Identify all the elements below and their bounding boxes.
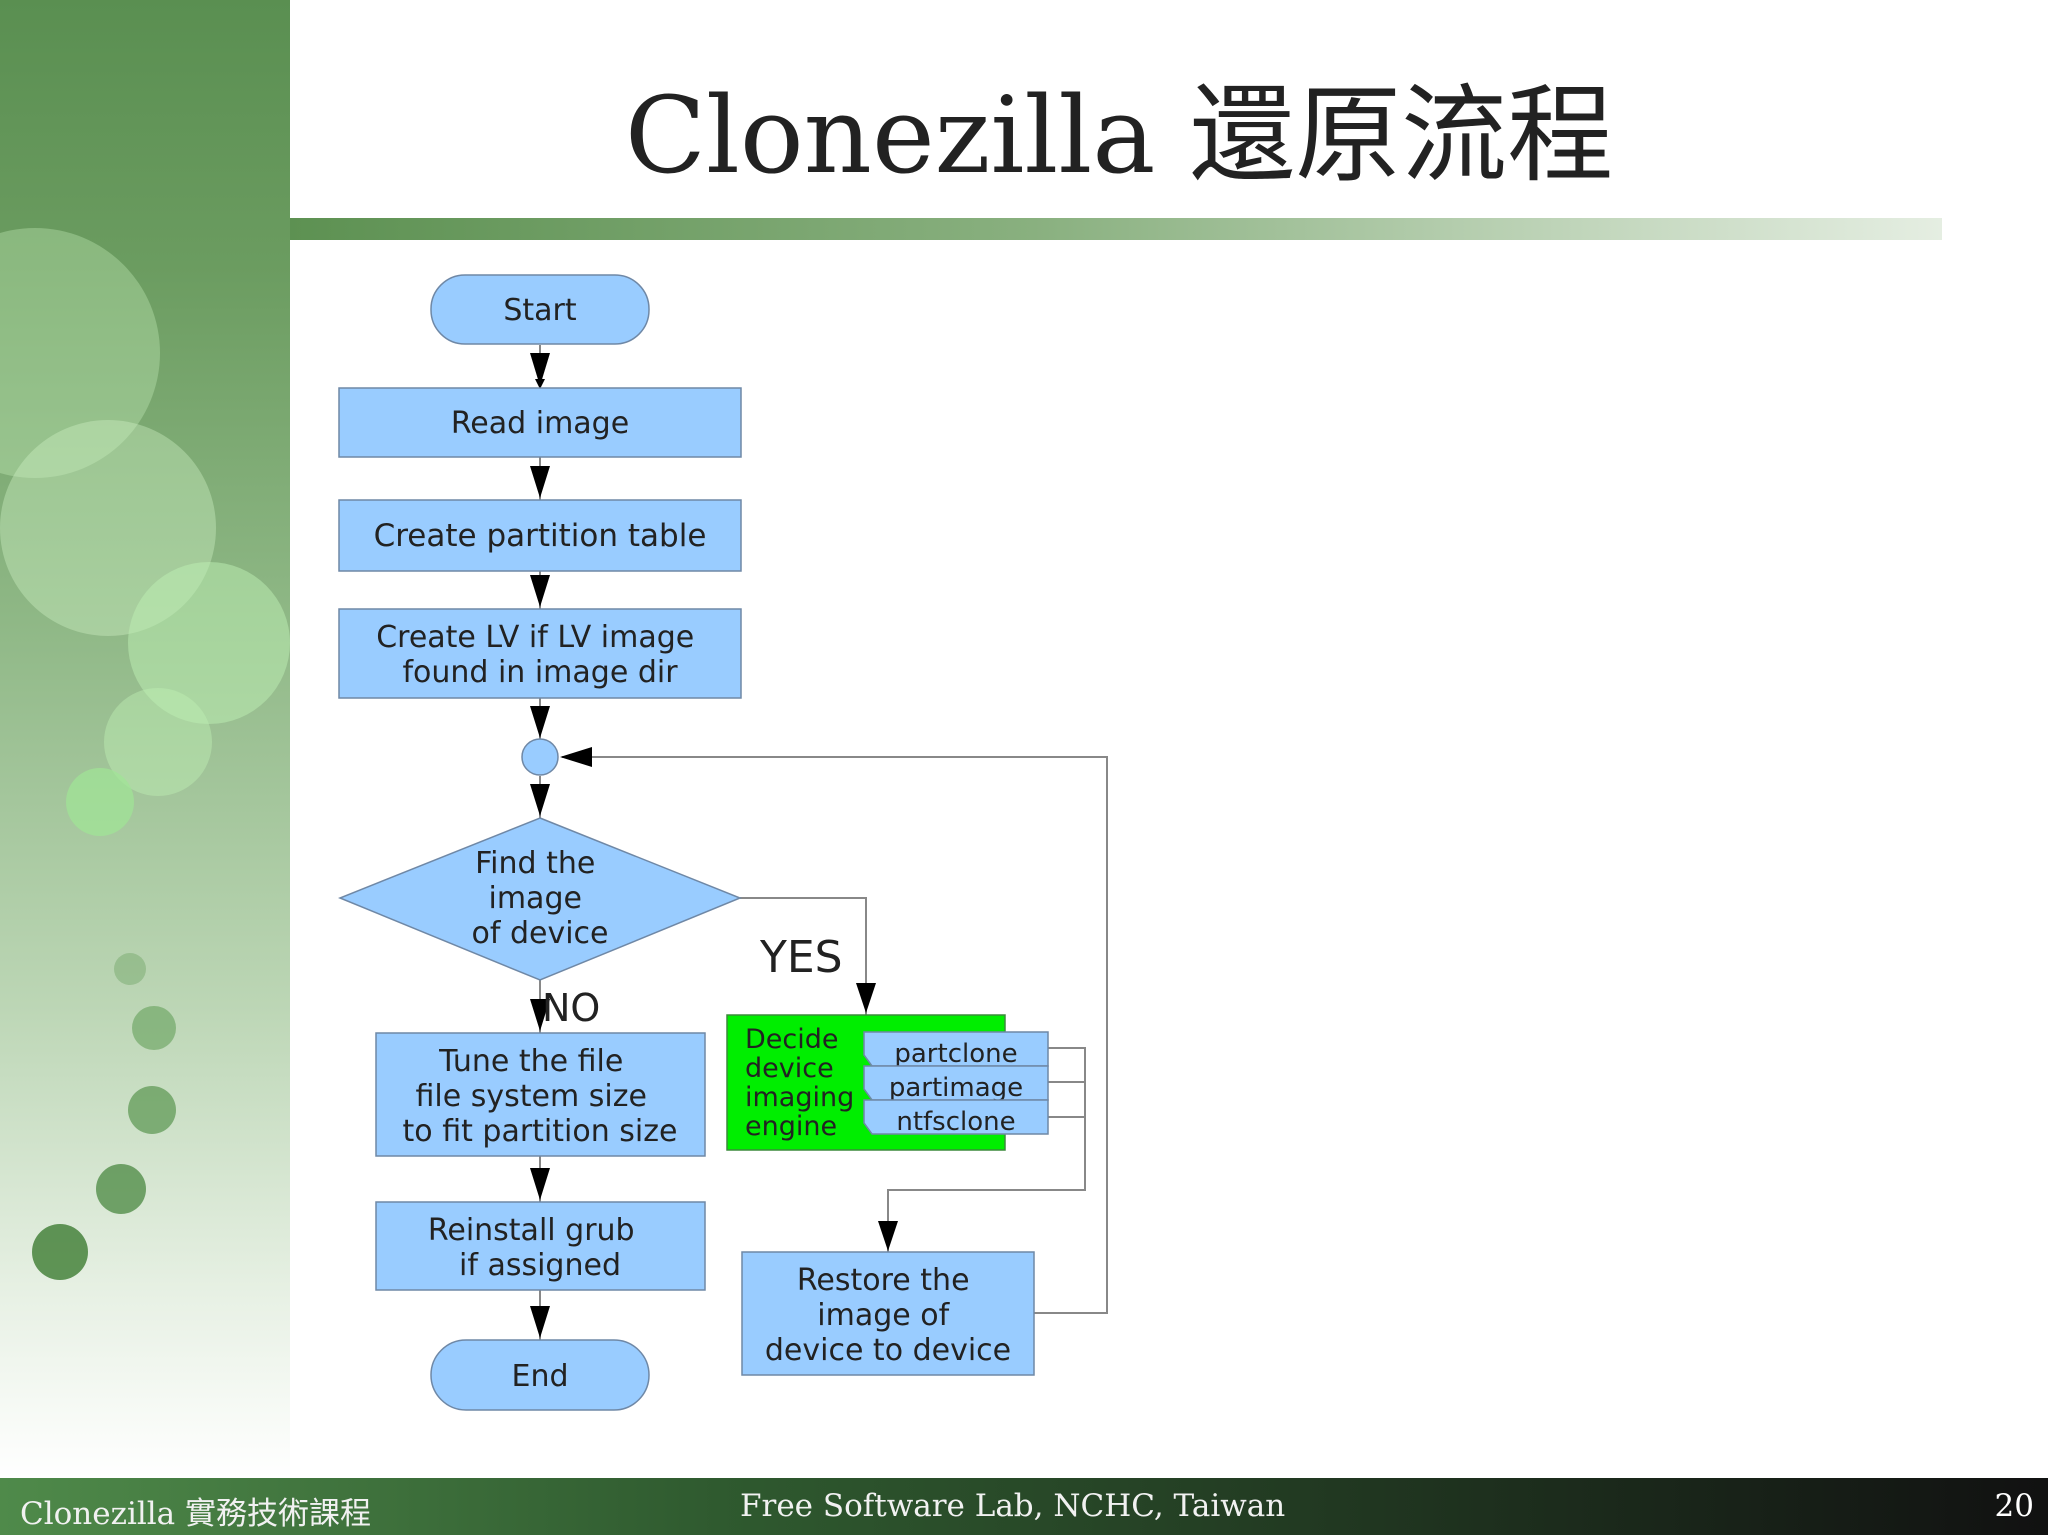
engine-partclone-label: partclone: [894, 1039, 1017, 1069]
end-label: End: [511, 1359, 568, 1394]
engine-ntfsclone-label: ntfsclone: [896, 1107, 1015, 1137]
engine-partimage-label: partimage: [889, 1073, 1023, 1103]
bubble-decoration: [132, 1006, 176, 1050]
read-image-label: Read image: [451, 406, 629, 441]
decide-engine-line: device: [745, 1053, 834, 1084]
read-image-box: [338, 387, 742, 458]
tune-fs-box: [375, 1032, 706, 1157]
bubble-decoration: [114, 953, 146, 985]
find-image-line: Find the: [475, 846, 595, 881]
no-label: NO: [542, 986, 600, 1030]
decide-engine-line: Decide: [745, 1024, 839, 1055]
find-image-label: Find the image of device: [472, 846, 609, 951]
page-number: 20: [1994, 1488, 2034, 1524]
create-partition-table-box: [338, 499, 742, 572]
reinstall-grub-box: [375, 1201, 706, 1291]
reinstall-grub-label: Reinstall grub if assigned: [428, 1213, 644, 1283]
bubble-decoration: [96, 1164, 146, 1214]
restore-flowchart: Start Read image Create partition table …: [338, 274, 1108, 1411]
tune-fs-line: to fit partition size: [403, 1114, 678, 1149]
decide-engine-label: Decide device imaging engine: [745, 1024, 863, 1142]
restore-line: device to device: [765, 1333, 1011, 1368]
restore-label: Restore the image of device to device: [765, 1263, 1011, 1368]
tune-fs-label: Tune the file file system size to fit pa…: [403, 1044, 678, 1149]
create-partition-table-label: Create partition table: [374, 518, 707, 554]
find-image-decision: [338, 817, 742, 981]
tune-fs-line: Tune the file: [438, 1044, 623, 1079]
slide-footer: Clonezilla 實務技術課程 Free Software Lab, NCH…: [0, 1478, 2048, 1535]
end-terminal: [430, 1339, 650, 1411]
create-lv-line: found in image dir: [402, 655, 678, 690]
decorative-sidebar: [0, 0, 290, 1478]
footer-organization: Free Software Lab, NCHC, Taiwan: [740, 1488, 1286, 1524]
bubble-decoration: [66, 768, 134, 836]
bubble-decoration: [128, 562, 290, 724]
decide-engine-line: engine: [745, 1111, 837, 1142]
loop-junction: [521, 738, 559, 776]
start-terminal: [430, 274, 650, 345]
slide-title: Clonezilla 還原流程: [624, 74, 1614, 197]
engine-ntfsclone-tab: [863, 1099, 1049, 1135]
find-image-line: image: [489, 881, 582, 916]
reinstall-grub-line: Reinstall grub: [428, 1213, 635, 1248]
bubble-decoration: [128, 1086, 176, 1134]
create-lv-line: Create LV if LV image: [376, 620, 694, 655]
flow-arrowheads: [530, 353, 898, 1338]
yes-label: YES: [759, 932, 843, 983]
restore-line: image of: [817, 1298, 950, 1333]
tune-fs-line: file system size: [416, 1079, 647, 1114]
reinstall-grub-line: if assigned: [459, 1248, 621, 1283]
footer-course-title: Clonezilla 實務技術課程: [20, 1496, 372, 1532]
create-lv-label: Create LV if LV image found in image dir: [376, 620, 704, 690]
create-lv-box: [338, 608, 742, 699]
restore-line: Restore the: [797, 1263, 970, 1298]
restore-box: [741, 1251, 1035, 1376]
flow-connectors: [535, 345, 1108, 1340]
start-label: Start: [503, 293, 577, 328]
title-underline-bar: [290, 218, 1942, 240]
decide-engine-line: imaging: [745, 1082, 854, 1113]
find-image-line: of device: [472, 916, 609, 951]
bubble-decoration: [32, 1224, 88, 1280]
